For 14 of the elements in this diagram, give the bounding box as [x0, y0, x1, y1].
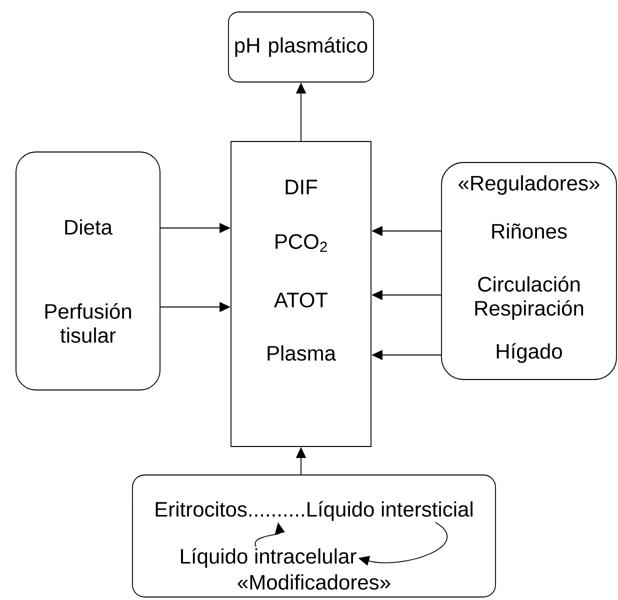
box-text: Circulación Respiración [475, 276, 584, 320]
box-text: «Modificadores» [238, 574, 390, 590]
box-text: Riñones [492, 223, 567, 239]
box-text: ATOT [274, 292, 328, 308]
text-label: Líquido intracelular [181, 548, 356, 568]
box-text: «Reguladores» [458, 175, 600, 195]
text-label: Eritrocitos..........Líquido intersticial [156, 501, 472, 521]
box-text: Perfusión tisular [45, 303, 131, 343]
box-text: PCO$_{2}$ [276, 234, 327, 252]
box-text: Plasma [268, 345, 336, 361]
box-text: pH plasmático [235, 37, 368, 57]
box-text: Dieta [65, 219, 112, 235]
box-text: Hígado [496, 343, 562, 363]
box-text: DIF [286, 180, 318, 194]
